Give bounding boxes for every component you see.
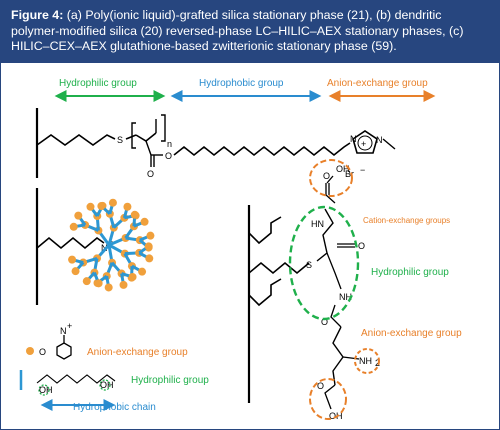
glutathione-top-chain [316, 208, 334, 262]
dendrimer-node [97, 202, 106, 211]
oh-top: OH [336, 164, 350, 174]
nh2-atom: NH [359, 356, 372, 366]
cation-exchange-label: Cation-exchange groups [363, 216, 450, 225]
caption-header: Figure 4: (a) Poly(ionic liquid)-grafted… [1, 1, 499, 63]
dendrimer-node [68, 255, 77, 264]
dendrimer-branches [68, 198, 155, 292]
sulfur-atom-a: S [117, 135, 123, 145]
methyl-bond [382, 138, 396, 150]
o-mid: O [358, 241, 365, 251]
hydrophilic-group-label: Hydrophilic group [59, 78, 137, 89]
nitrogen-b: N [101, 243, 108, 253]
polymer-backbone [135, 132, 157, 142]
imidazole-n1: N [350, 134, 357, 144]
hydrophilic-circle-c [288, 205, 360, 321]
vinyl-branch-2 [248, 278, 282, 307]
linker-c [248, 261, 310, 275]
imidazole-n2: N [376, 135, 383, 145]
nh2-subscript: 2 [375, 358, 380, 368]
legend-n-plus: + [67, 321, 72, 331]
dendrimer-node [94, 279, 103, 288]
anion-exchange-label-a: Anion-exchange group [327, 78, 428, 89]
legend-hydrophilic-item: OH OH Hydrophilic group Hydrophobic chai… [19, 370, 209, 413]
cation-exchange-circle-bottom [309, 378, 347, 420]
o-top: O [323, 171, 330, 181]
legend-hydrophobic-label: Hydrophobic chain [73, 402, 156, 413]
carboxyl-top [325, 183, 336, 204]
dendrimer-node [128, 272, 137, 281]
glutamate-chain [332, 326, 344, 386]
figure-diagram: Hydrophilic group Hydrophobic group Anio… [19, 78, 462, 421]
dendrimer-node [144, 242, 153, 251]
bracket-right [161, 114, 166, 142]
dendrimer-node [119, 280, 128, 289]
legend-phenyl-icon [56, 342, 72, 360]
figure-label: Figure 4: [11, 8, 64, 22]
sulfur-c: S [306, 260, 312, 270]
dendrimer-node [71, 267, 80, 276]
dendrimer-node [69, 222, 78, 231]
panel-a: Hydrophilic group Hydrophobic group Anio… [35, 78, 436, 179]
legend-o: O [39, 347, 46, 357]
legend-anion-label: Anion-exchange group [87, 347, 188, 358]
amine-bond [342, 356, 360, 360]
bracket-left [131, 122, 136, 149]
legend-oh-circle-2 [99, 379, 111, 391]
legend-anion-item: O N + Anion-exchange group [26, 321, 188, 360]
legend-n: N [60, 326, 67, 336]
propyl-linker-a [36, 134, 116, 146]
legend-oh-1: OH [39, 385, 53, 395]
carbonyl-oxygen-a: O [147, 169, 154, 179]
legend-oh-circle-1 [38, 384, 50, 396]
dendrimer-node [138, 267, 147, 276]
dendrimer-node [74, 211, 83, 220]
panel-c: S O OH Cation-exchange groups HN O NH O … [247, 159, 462, 421]
ester-oxygen-a: O [165, 151, 172, 161]
vinyl-branch-1 [248, 216, 282, 245]
ring-charge-circle [357, 135, 373, 151]
legend-oh-2: OH [100, 380, 114, 390]
nh-mid: NH [339, 292, 352, 302]
dendrimer-node [104, 283, 113, 292]
dendrimer-node [82, 277, 91, 286]
bromide-counterion: Br [345, 169, 354, 179]
dendrimer-node [123, 202, 132, 211]
o-bottom: O [317, 381, 324, 391]
s-bond [125, 134, 137, 140]
dendrimer-node [145, 254, 154, 263]
hydrophobic-group-label: Hydrophobic group [199, 78, 284, 89]
legend-hydrophilic-label: Hydrophilic group [131, 375, 209, 386]
imidazolium-ring [352, 130, 378, 154]
ring-plus: + [361, 139, 366, 149]
repeat-n: n [167, 139, 172, 149]
hn-1: HN [311, 219, 324, 229]
ester-bond [145, 140, 152, 156]
legend-glycol-chain [36, 374, 116, 384]
gamma-glu-link [330, 304, 342, 328]
linker-b [36, 236, 105, 250]
dendrimer-node [140, 217, 149, 226]
caption-body: (a) Poly(ionic liquid)-grafted silica st… [11, 8, 464, 53]
carboxyl-bottom [324, 384, 336, 410]
carboxyl-top-oh-bond [326, 175, 334, 184]
cation-exchange-circle-top [309, 159, 353, 197]
panel-b: N + O N + Anion-exchange group OH OH Hy [19, 188, 209, 413]
legend-node-icon [26, 347, 34, 355]
dendrimer-node [130, 210, 139, 219]
dendrimer-node [86, 202, 95, 211]
anion-exchange-label-c: Anion-exchange group [361, 328, 462, 339]
cys-backbone [326, 252, 342, 290]
anion-exchange-circle-c [354, 348, 380, 374]
bromide-charge: − [360, 165, 365, 175]
alkyl-chain-a [173, 142, 351, 157]
hydrophilic-label-c: Hydrophilic group [371, 267, 449, 278]
dendrimer-node [108, 198, 117, 207]
o-low: O [321, 317, 328, 327]
caption-text: Figure 4: (a) Poly(ionic liquid)-grafted… [11, 8, 489, 55]
dendrimer-node [146, 231, 155, 240]
